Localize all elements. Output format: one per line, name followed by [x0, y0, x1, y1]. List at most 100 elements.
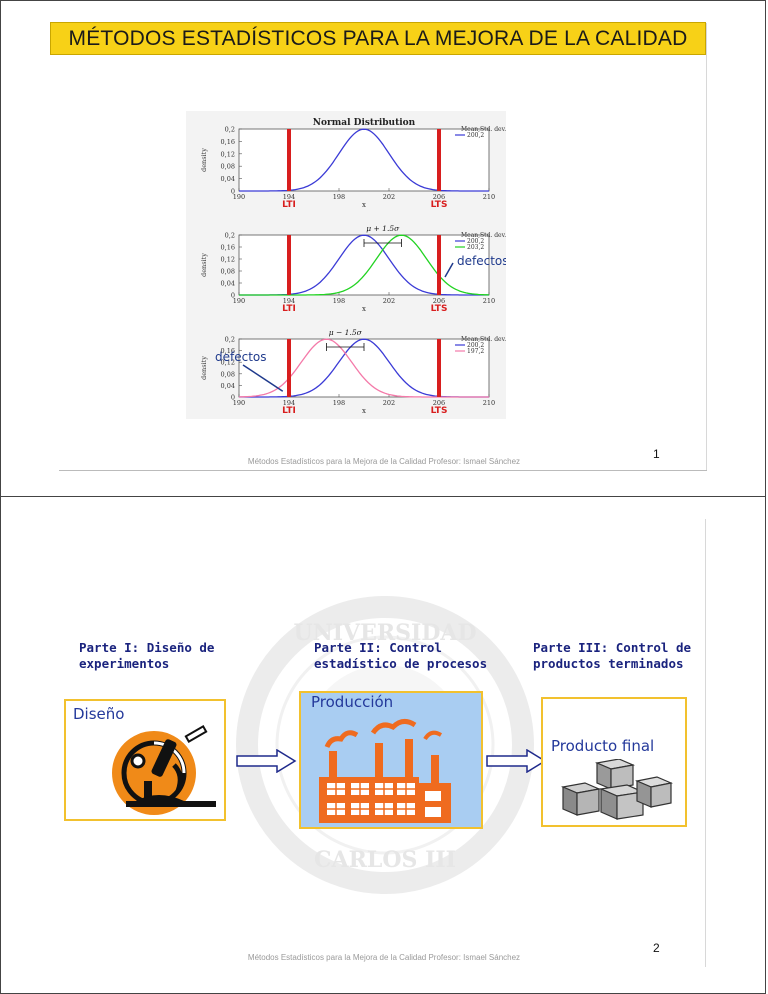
y-tick-label: 0	[231, 188, 235, 196]
series-line-2	[238, 338, 489, 398]
y-tick-label: 0,12	[221, 359, 235, 367]
y-tick-label: 0,04	[221, 280, 235, 288]
production-box-label: Producción	[311, 693, 394, 711]
spec-limit-label: LTI	[282, 200, 296, 210]
x-tick-label: 206	[433, 193, 445, 201]
part-2-label: Parte II: Control estadístico de proceso…	[314, 640, 487, 672]
y-tick-label: 0	[231, 394, 235, 402]
x-tick-label: 194	[283, 399, 295, 407]
x-tick-label: 210	[483, 297, 495, 305]
y-tick-label: 0,08	[221, 268, 235, 276]
slide-footer: Métodos Estadísticos para la Mejora de l…	[247, 953, 521, 962]
legend-entry: 200,2	[467, 238, 484, 245]
x-tick-label: 190	[233, 399, 245, 407]
arrow-right-icon	[486, 749, 547, 773]
svg-text:UNIVERSIDAD: UNIVERSIDAD	[293, 620, 476, 646]
y-tick-label: 0,04	[221, 382, 235, 390]
chart-panel-2: 0 0,04 0,08 0,12 0,16 0,2 density 190 194 198 202 2…	[200, 224, 506, 314]
spec-limit-line	[287, 235, 291, 295]
legend-title: Mean,Std. dev.	[461, 232, 506, 239]
legend-entry: 203,2	[467, 244, 484, 251]
x-tick-label: 198	[333, 297, 345, 305]
x-axis-label: x	[362, 201, 366, 209]
part-3-line-1: Parte III: Control de	[533, 640, 692, 655]
y-tick-label: 0	[231, 292, 235, 300]
legend-entry: 197,2	[467, 348, 484, 355]
y-tick-label: 0,2	[225, 126, 235, 134]
spec-limit-label: LTS	[431, 200, 448, 210]
final-product-box: Producto final	[541, 697, 687, 827]
arrow-right-icon	[236, 749, 297, 773]
y-tick-label: 0,08	[221, 163, 235, 171]
x-tick-label: 194	[283, 193, 295, 201]
defects-label: defectos	[215, 350, 267, 364]
x-tick-label: 198	[333, 399, 345, 407]
plot-area	[238, 128, 490, 192]
y-tick-label: 0,2	[225, 336, 235, 344]
legend-title: Mean,Std. dev.	[461, 336, 506, 343]
shift-annotation: μ + 1.5σ	[366, 224, 400, 233]
spec-limit-line	[437, 235, 441, 295]
part-3-label: Parte III: Control de productos terminad…	[533, 640, 691, 672]
spec-limit-line	[437, 129, 441, 191]
defects-arrow	[242, 364, 284, 392]
part-1-line-2: experimentos	[79, 656, 170, 671]
x-tick-label: 194	[283, 297, 295, 305]
spec-limit-line	[437, 339, 441, 397]
x-axis-label: x	[362, 407, 366, 415]
legend-entry: 200,2	[467, 132, 484, 139]
x-tick-label: 210	[483, 193, 495, 201]
page-number: 2	[653, 941, 660, 955]
legend-entry: 200,2	[467, 342, 484, 349]
y-axis-label: density	[200, 148, 208, 172]
part-1-label: Parte I: Diseño de experimentos	[79, 640, 214, 672]
svg-text:CARLOS III: CARLOS III	[314, 847, 456, 873]
y-axis-label: density	[200, 356, 208, 380]
slide-1: MÉTODOS ESTADÍSTICOS PARA LA MEJORA DE L…	[0, 0, 766, 497]
normal-distribution-charts: Normal Distribution 0 0,04 0,08 0,12 0,16 0,2 d…	[186, 111, 506, 419]
production-box: Producción	[299, 691, 483, 829]
x-tick-label: 190	[233, 193, 245, 201]
boxes-icon	[560, 759, 674, 820]
y-tick-label: 0,16	[221, 347, 235, 355]
x-tick-label: 198	[333, 193, 345, 201]
slide-title: MÉTODOS ESTADÍSTICOS PARA LA MEJORA DE L…	[50, 22, 706, 55]
slide-frame-bottom	[59, 470, 707, 471]
part-1-line-1: Parte I: Diseño de	[79, 640, 215, 655]
slide-2: UNIVERSIDAD CARLOS III Parte I: Diseño d…	[0, 496, 766, 994]
series-line-1	[239, 128, 489, 192]
part-2-line-2: estadístico de procesos	[314, 656, 488, 671]
x-tick-label: 206	[433, 399, 445, 407]
design-box-label: Diseño	[73, 705, 125, 723]
x-axis-label: x	[362, 305, 366, 313]
x-tick-label: 206	[433, 297, 445, 305]
part-3-line-2: productos terminados	[533, 656, 684, 671]
y-axis-label: density	[200, 253, 208, 277]
spec-limit-line	[287, 129, 291, 191]
y-tick-label: 0,08	[221, 370, 235, 378]
chart-title: Normal Distribution	[313, 118, 416, 128]
defects-arrow	[444, 262, 454, 278]
spec-limit-label: LTI	[282, 304, 296, 314]
spec-limit-label: LTS	[431, 406, 448, 416]
x-tick-label: 202	[383, 193, 395, 201]
microscope-icon	[112, 725, 216, 815]
slide-frame-right	[706, 23, 707, 471]
spec-limit-line	[287, 339, 291, 397]
x-tick-label: 202	[383, 297, 395, 305]
y-tick-label: 0,12	[221, 150, 235, 158]
spec-limit-label: LTS	[431, 304, 448, 314]
design-box: Diseño	[64, 699, 226, 821]
y-tick-label: 0,16	[221, 244, 235, 252]
x-tick-label: 190	[233, 297, 245, 305]
page-number: 1	[653, 447, 660, 461]
legend-title: Mean,Std. dev.	[461, 126, 506, 133]
part-2-line-1: Parte II: Control	[314, 640, 442, 655]
final-product-box-label: Producto final	[551, 737, 655, 755]
defects-label: defectos	[457, 254, 506, 268]
spec-limit-label: LTI	[282, 406, 296, 416]
slide-footer: Métodos Estadísticos para la Mejora de l…	[247, 457, 521, 466]
y-tick-label: 0,2	[225, 232, 235, 240]
y-tick-label: 0,12	[221, 256, 235, 264]
